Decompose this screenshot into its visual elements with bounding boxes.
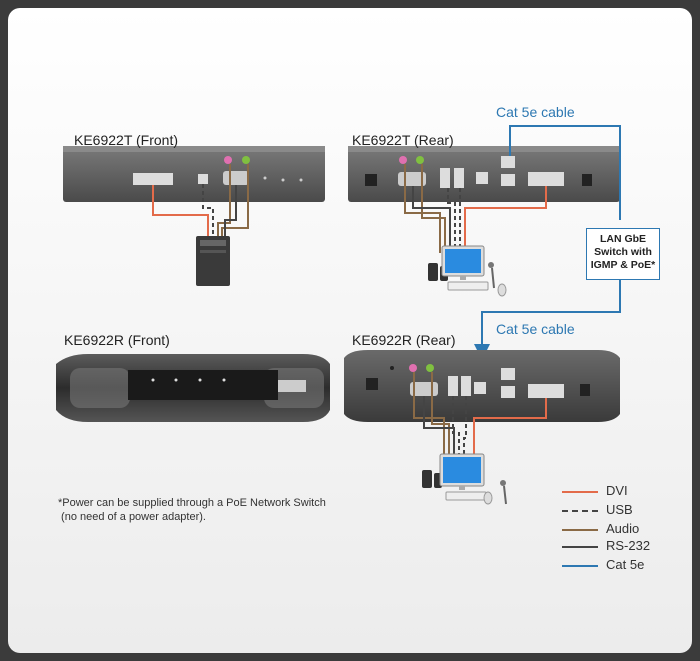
legend-swatch-usb	[562, 510, 598, 512]
lan-switch-box: LAN GbE Switch with IGMP & PoE*	[586, 228, 660, 280]
mouse-icon	[497, 283, 507, 297]
switch-line-3: IGMP & PoE*	[590, 259, 656, 271]
legend-label-usb: USB	[606, 502, 633, 517]
rx-rear-label: KE6922R (Rear)	[352, 332, 456, 348]
cat5e-label-bottom: Cat 5e cable	[496, 321, 575, 337]
keyboard-icon	[445, 491, 487, 501]
diagram-svg	[56, 125, 621, 505]
pc-tower-icon	[196, 236, 230, 286]
legend-swatch-rs232	[562, 546, 598, 548]
poe-footnote: *Power can be supplied through a PoE Net…	[58, 496, 326, 524]
diagram-panel: KE6922T (Front) KE6922T (Rear) KE6922R (…	[8, 8, 692, 653]
switch-line-2: Switch with	[594, 246, 652, 258]
legend-swatch-dvi	[562, 491, 598, 493]
keyboard-icon	[447, 281, 489, 291]
mic-port-icon	[242, 156, 250, 164]
usb-port-icon	[198, 174, 208, 184]
serial-port-icon	[223, 171, 249, 185]
tx-rear-device	[348, 146, 620, 202]
rx-rear-device	[344, 350, 620, 422]
legend-swatch-cat5e	[562, 565, 598, 567]
legend-label-audio: Audio	[606, 521, 640, 536]
cat5e-cable-top	[509, 125, 621, 220]
audio-out-port-icon	[224, 156, 232, 164]
legend-label-cat5e: Cat 5e	[606, 557, 645, 572]
switch-line-1: LAN GbE	[599, 233, 647, 245]
usb-ports-icon	[440, 168, 450, 188]
tx-rear-label: KE6922T (Rear)	[352, 132, 454, 148]
dvi-port-icon	[133, 173, 173, 185]
cat5e-cable-bottom	[474, 272, 621, 360]
microphone-icon	[500, 480, 507, 505]
microphone-icon	[488, 262, 495, 289]
tx-front-device	[63, 146, 325, 202]
lan-port-icon	[476, 172, 488, 184]
footnote-line-1: *Power can be supplied through a PoE Net…	[58, 497, 326, 509]
tx-front-label: KE6922T (Front)	[74, 132, 179, 148]
usb-front-port-icon	[278, 380, 306, 392]
rx-front-device	[56, 354, 330, 422]
legend-swatch-audio	[562, 529, 598, 531]
footnote-line-2: (no need of a power adapter).	[58, 511, 206, 523]
rx-front-label: KE6922R (Front)	[64, 332, 170, 348]
legend-label-rs232: RS-232	[606, 538, 651, 553]
mouse-icon	[483, 491, 493, 505]
monitor-icon	[441, 245, 485, 280]
power-port-icon	[365, 174, 377, 186]
cat5e-label-top: Cat 5e cable	[496, 104, 575, 120]
speakers-icon	[422, 470, 442, 488]
legend-label-dvi: DVI	[606, 483, 628, 498]
monitor-icon	[439, 453, 485, 490]
